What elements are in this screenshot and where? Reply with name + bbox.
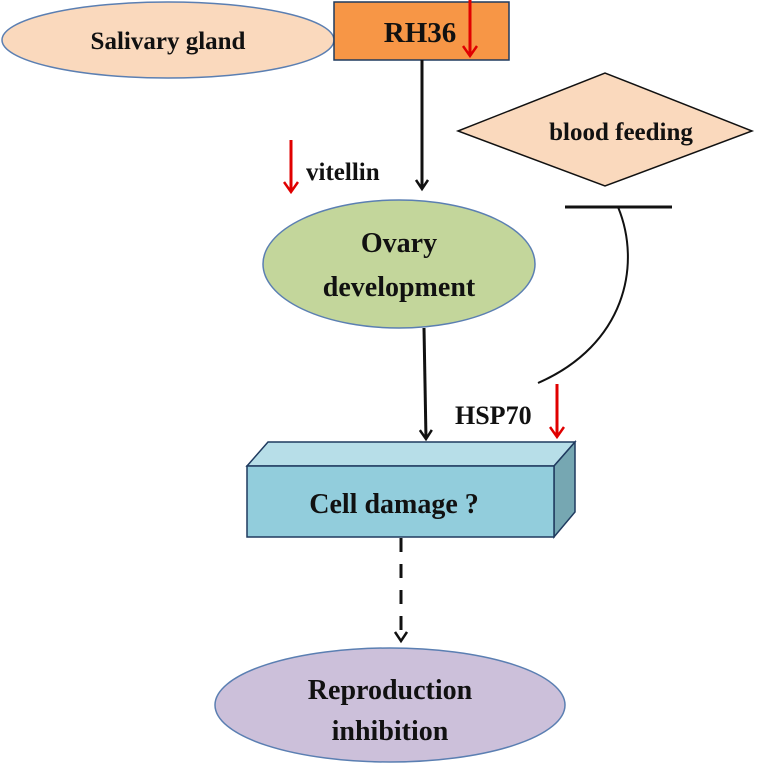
cell-damage-top-face (245, 441, 577, 467)
rh36-shape (333, 1, 510, 61)
blood-feeding-shape (455, 72, 755, 187)
inhibition-curve (537, 206, 629, 384)
vitellin-label: vitellin (306, 159, 380, 186)
cell-damage-label: Cell damage ? (309, 489, 479, 520)
cell-damage-front-face (246, 465, 555, 538)
rh36-label: RH36 (384, 17, 457, 49)
rh36-node: RH36 (333, 1, 510, 61)
blood-feeding-node: blood feeding (455, 72, 755, 187)
salivary-gland-node: Salivary gland (1, 1, 335, 79)
reproduction-label-line2: inhibition (332, 716, 449, 747)
reproduction-shape (214, 647, 566, 763)
salivary-gland-label: Salivary gland (91, 28, 246, 55)
arrow-ovary-to-cell-damage (424, 327, 426, 439)
ovary-label-line2: development (323, 272, 476, 303)
reproduction-node: Reproduction inhibition (214, 647, 566, 763)
ovary-label-line1: Ovary (361, 228, 437, 259)
ovary-node: Ovary development (262, 199, 536, 329)
cell-damage-node: Cell damage ? (245, 440, 577, 540)
blood-feeding-label: blood feeding (549, 119, 693, 146)
hsp70-label: HSP70 (455, 401, 532, 430)
reproduction-label-line1: Reproduction (308, 675, 473, 706)
ovary-shape (262, 199, 536, 329)
